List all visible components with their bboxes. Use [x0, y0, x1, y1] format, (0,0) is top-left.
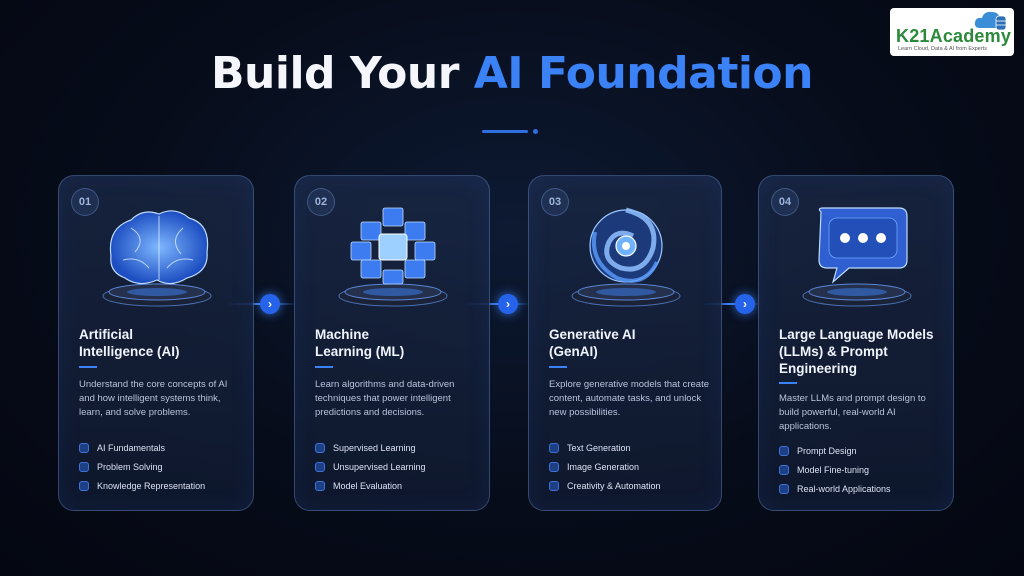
list-item: Creativity & Automation [549, 476, 711, 495]
feature-bullet-icon [549, 442, 559, 453]
feature-label: Real-world Applications [797, 483, 891, 494]
title-prefix: Build Your [211, 48, 474, 99]
feature-bullet-icon [79, 480, 89, 491]
feature-list: Supervised Learning Unsupervised Learnin… [315, 438, 479, 495]
feature-bullet-icon [79, 461, 89, 472]
list-item: Prompt Design [779, 441, 943, 460]
feature-list: Text Generation Image Generation Creativ… [549, 438, 711, 495]
card-number: 03 [541, 188, 569, 216]
feature-label: Text Generation [567, 442, 631, 453]
feature-list: AI Fundamentals Problem Solving Knowledg… [79, 438, 243, 495]
list-item: Text Generation [549, 438, 711, 457]
card-title-underline [779, 382, 797, 384]
feature-bullet-icon [315, 480, 325, 491]
k21academy-logo: K21Academy Learn Cloud, Data & AI from E… [890, 8, 1014, 56]
next-arrow-3[interactable]: › [735, 294, 755, 314]
page-title: Build Your AI Foundation [0, 48, 1024, 99]
feature-label: Supervised Learning [333, 442, 416, 453]
feature-list: Prompt Design Model Fine-tuning Real-wor… [779, 441, 943, 498]
feature-bullet-icon [549, 461, 559, 472]
next-arrow-2[interactable]: › [498, 294, 518, 314]
feature-label: Problem Solving [97, 461, 163, 472]
list-item: Problem Solving [79, 457, 243, 476]
logo-tagline: Learn Cloud, Data & AI from Experts [898, 46, 987, 52]
feature-label: Unsupervised Learning [333, 461, 426, 472]
card-number: 02 [307, 188, 335, 216]
connector-line-3 [702, 303, 758, 305]
cloud-database-icon [974, 11, 1007, 31]
logo-name: K21Academy [896, 26, 1012, 46]
title-accent: AI Foundation [473, 48, 814, 99]
feature-label: Creativity & Automation [567, 480, 661, 491]
list-item: Supervised Learning [315, 438, 479, 457]
card-title: Machine Learning (ML) [315, 327, 405, 359]
cube-cluster-icon [338, 207, 448, 307]
chat-bubble-icon [802, 207, 912, 307]
feature-bullet-icon [315, 461, 325, 472]
list-item: Real-world Applications [779, 479, 943, 498]
card-title: Artificial Intelligence (AI) [79, 327, 180, 359]
feature-label: Model Evaluation [333, 480, 403, 491]
feature-label: AI Fundamentals [97, 442, 166, 453]
feature-label: Image Generation [567, 461, 640, 472]
card-title-underline [549, 366, 567, 368]
card-title-underline [79, 366, 97, 368]
card-title: Large Language Models (LLMs) & Prompt En… [779, 327, 934, 376]
card-number: 01 [71, 188, 99, 216]
card-description: Explore generative models that create co… [549, 379, 710, 418]
card-number: 04 [771, 188, 799, 216]
title-underline [482, 130, 528, 133]
card-title-underline [315, 366, 333, 368]
list-item: Model Fine-tuning [779, 460, 943, 479]
next-arrow-1[interactable]: › [260, 294, 280, 314]
list-item: AI Fundamentals [79, 438, 243, 457]
list-item: Unsupervised Learning [315, 457, 479, 476]
feature-bullet-icon [79, 442, 89, 453]
card-description: Master LLMs and prompt design to build p… [779, 393, 926, 432]
card-description: Understand the core concepts of AI and h… [79, 379, 228, 418]
card-description: Learn algorithms and data-driven techniq… [315, 379, 455, 418]
feature-bullet-icon [779, 483, 789, 494]
feature-label: Model Fine-tuning [797, 464, 870, 475]
feature-label: Prompt Design [797, 445, 857, 456]
list-item: Model Evaluation [315, 476, 479, 495]
brain-icon [102, 210, 212, 307]
feature-label: Knowledge Representation [97, 480, 206, 491]
card-title: Generative AI (GenAI) [549, 327, 636, 359]
feature-bullet-icon [315, 442, 325, 453]
feature-bullet-icon [549, 480, 559, 491]
list-item: Image Generation [549, 457, 711, 476]
card-large-language-models[interactable]: 04 Large Language Models (LLMs) & Prompt… [758, 175, 954, 511]
card-artificial-intelligence[interactable]: 01 Artificial Intelligence (AI) Understa… [58, 175, 254, 511]
feature-bullet-icon [779, 445, 789, 456]
card-machine-learning[interactable]: 02 Machine Learning (ML) Learn algorithm… [294, 175, 490, 511]
swirl-orb-icon [571, 207, 681, 307]
card-generative-ai[interactable]: 03 Generative AI (GenAI) Explore generat… [528, 175, 722, 511]
title-dot [533, 129, 538, 134]
list-item: Knowledge Representation [79, 476, 243, 495]
feature-bullet-icon [779, 464, 789, 475]
